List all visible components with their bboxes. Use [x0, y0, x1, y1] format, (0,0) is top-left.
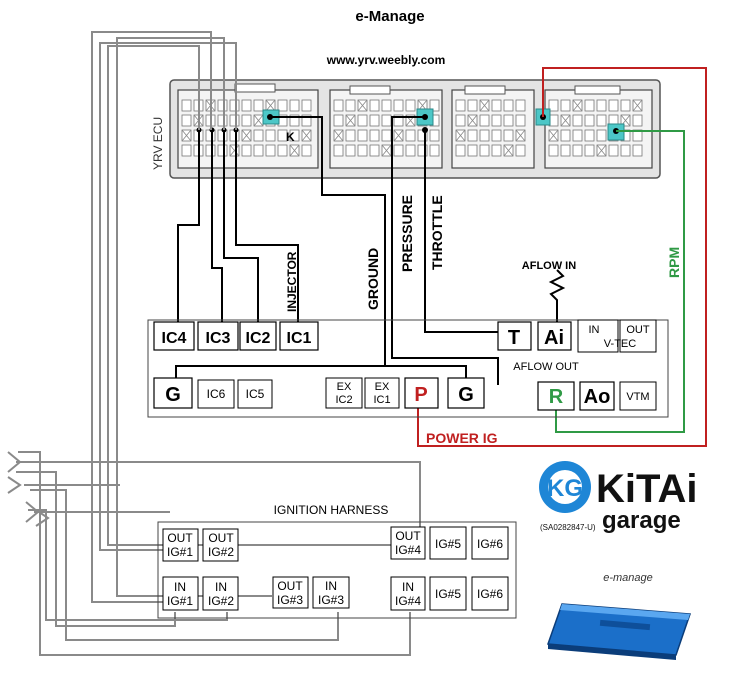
in-ig2-top: IN	[215, 580, 227, 594]
in-ig1-bottom: IG#1	[167, 594, 193, 608]
p-label: P	[414, 384, 427, 406]
pressure-label: PRESSURE	[399, 195, 415, 272]
g-left-label: G	[165, 384, 181, 406]
vtm-label: VTM	[626, 391, 649, 403]
out-ig4-bottom: IG#4	[395, 543, 421, 557]
in-ig3-top: IN	[325, 579, 337, 593]
aflow-out-label: AFLOW OUT	[513, 361, 579, 373]
out-ig2-top: OUT	[208, 531, 234, 545]
ic6-label: IC6	[207, 387, 226, 401]
ecu-label: YRV ECU	[151, 117, 165, 170]
out-ig2-bottom: IG#2	[208, 545, 234, 559]
vtec-in-label: IN	[589, 324, 600, 336]
ex-ic1-top-label: EX	[375, 381, 390, 393]
ig5-bottom-label: IG#5	[435, 587, 461, 601]
ground-label: GROUND	[365, 248, 381, 310]
kitai-wordmark: KiTAi	[596, 467, 697, 511]
power-ig-label: POWER IG	[426, 430, 498, 446]
in-ig2-bottom: IG#2	[208, 594, 234, 608]
ignition-harness: IGNITION HARNESS OUT IG#1 OUT IG#2 OUT I…	[157, 503, 517, 619]
svg-text:KG: KG	[547, 475, 583, 502]
kitai-garage-logo: KG KiTAi garage (SA0282847-U)	[539, 461, 697, 534]
out-ig3-bottom: IG#3	[277, 593, 303, 607]
in-ig3-bottom: IG#3	[318, 593, 344, 607]
diagram-title: e-Manage	[355, 8, 424, 25]
throttle-label: THROTTLE	[429, 195, 445, 270]
ex-ic2-top-label: EX	[337, 381, 352, 393]
injector-label: INJECTOR	[285, 251, 299, 312]
ic1-label: IC1	[287, 330, 312, 347]
ic3-label: IC3	[206, 330, 231, 347]
ai-label: Ai	[544, 327, 564, 349]
ig6-bottom-label: IG#6	[477, 587, 503, 601]
ignition-harness-title: IGNITION HARNESS	[274, 503, 389, 517]
signal-wires	[175, 116, 566, 385]
r-label: R	[549, 386, 564, 408]
ic5-label: IC5	[246, 387, 265, 401]
website-url: www.yrv.weebly.com	[326, 53, 446, 67]
power-ig-wire	[417, 67, 707, 447]
ic4-label: IC4	[162, 330, 187, 347]
product-caption: e-manage	[603, 572, 653, 584]
aflow-in-label: AFLOW IN	[522, 260, 576, 272]
rpm-wire	[555, 130, 685, 433]
g-right-label: G	[458, 384, 474, 406]
emanage-device-image: e-manage	[546, 572, 692, 660]
vtec-label: V-TEC	[604, 338, 636, 350]
ic2-label: IC2	[246, 330, 271, 347]
ecu-connector: YRV ECU K	[151, 79, 661, 179]
vtec-out-label: OUT	[626, 324, 650, 336]
ignition-wires	[7, 31, 421, 656]
rpm-label: RPM	[666, 247, 682, 278]
ao-label: Ao	[584, 386, 611, 408]
emanage-panel: IC4 IC3 IC2 IC1 T Ai IN OUT V-TEC G IC6 …	[147, 319, 669, 418]
logo-code: (SA0282847-U)	[540, 523, 596, 532]
ecu-pin-k-label: K	[286, 130, 295, 144]
ex-ic2-bottom-label: IC2	[335, 394, 352, 406]
in-ig1-top: IN	[174, 580, 186, 594]
out-ig1-bottom: IG#1	[167, 545, 193, 559]
ex-ic1-bottom-label: IC1	[373, 394, 390, 406]
in-ig4-bottom: IG#4	[395, 594, 421, 608]
garage-wordmark: garage	[602, 507, 681, 534]
ig5-top-label: IG#5	[435, 537, 461, 551]
t-label: T	[508, 327, 520, 349]
in-ig4-top: IN	[402, 580, 414, 594]
ig6-top-label: IG#6	[477, 537, 503, 551]
out-ig1-top: OUT	[167, 531, 193, 545]
out-ig3-top: OUT	[277, 579, 303, 593]
out-ig4-top: OUT	[395, 529, 421, 543]
